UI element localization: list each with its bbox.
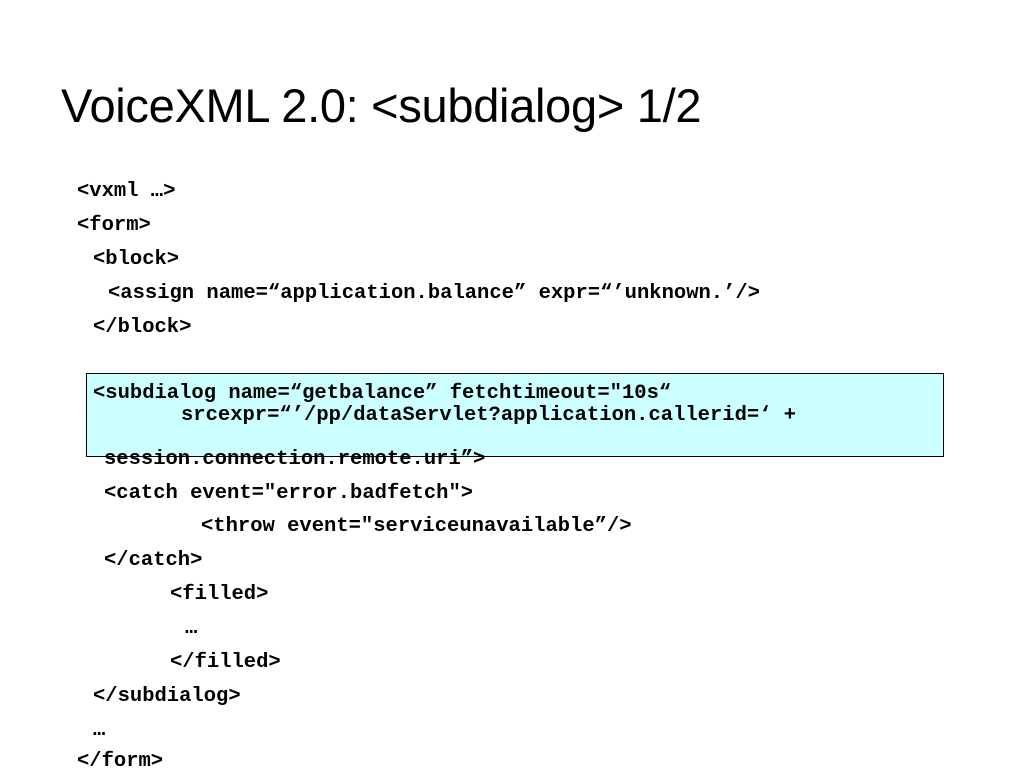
code-line-form-open: <form> (77, 214, 151, 237)
code-line-block-close: </block> (93, 316, 192, 339)
code-line-filled-ellipsis: … (185, 617, 198, 640)
code-line-vxml-open: <vxml …> (77, 180, 176, 203)
code-line-filled-close: </filled> (170, 651, 281, 674)
code-line-block-open: <block> (93, 248, 180, 271)
code-line-assign: <assign name=“application.balance” expr=… (108, 282, 761, 305)
code-line-session-uri: session.connection.remote.uri”> (104, 448, 486, 471)
slide-title: VoiceXML 2.0: <subdialog> 1/2 (61, 79, 702, 132)
code-line-filled-open: <filled> (170, 583, 269, 606)
code-line-form-ellipsis: … (93, 719, 106, 742)
code-line-subdialog-open: <subdialog name=“getbalance” fetchtimeou… (93, 382, 672, 405)
code-line-form-close: </form> (77, 750, 164, 773)
code-line-throw: <throw event="serviceunavailable”/> (201, 515, 632, 538)
subdialog-highlight-box (86, 373, 944, 457)
code-line-subdialog-srcexpr: srcexpr=“’/pp/dataServlet?application.ca… (181, 404, 797, 427)
code-line-catch-close: </catch> (104, 549, 203, 572)
code-line-subdialog-close: </subdialog> (93, 685, 241, 708)
code-line-catch-open: <catch event="error.badfetch"> (104, 482, 474, 505)
